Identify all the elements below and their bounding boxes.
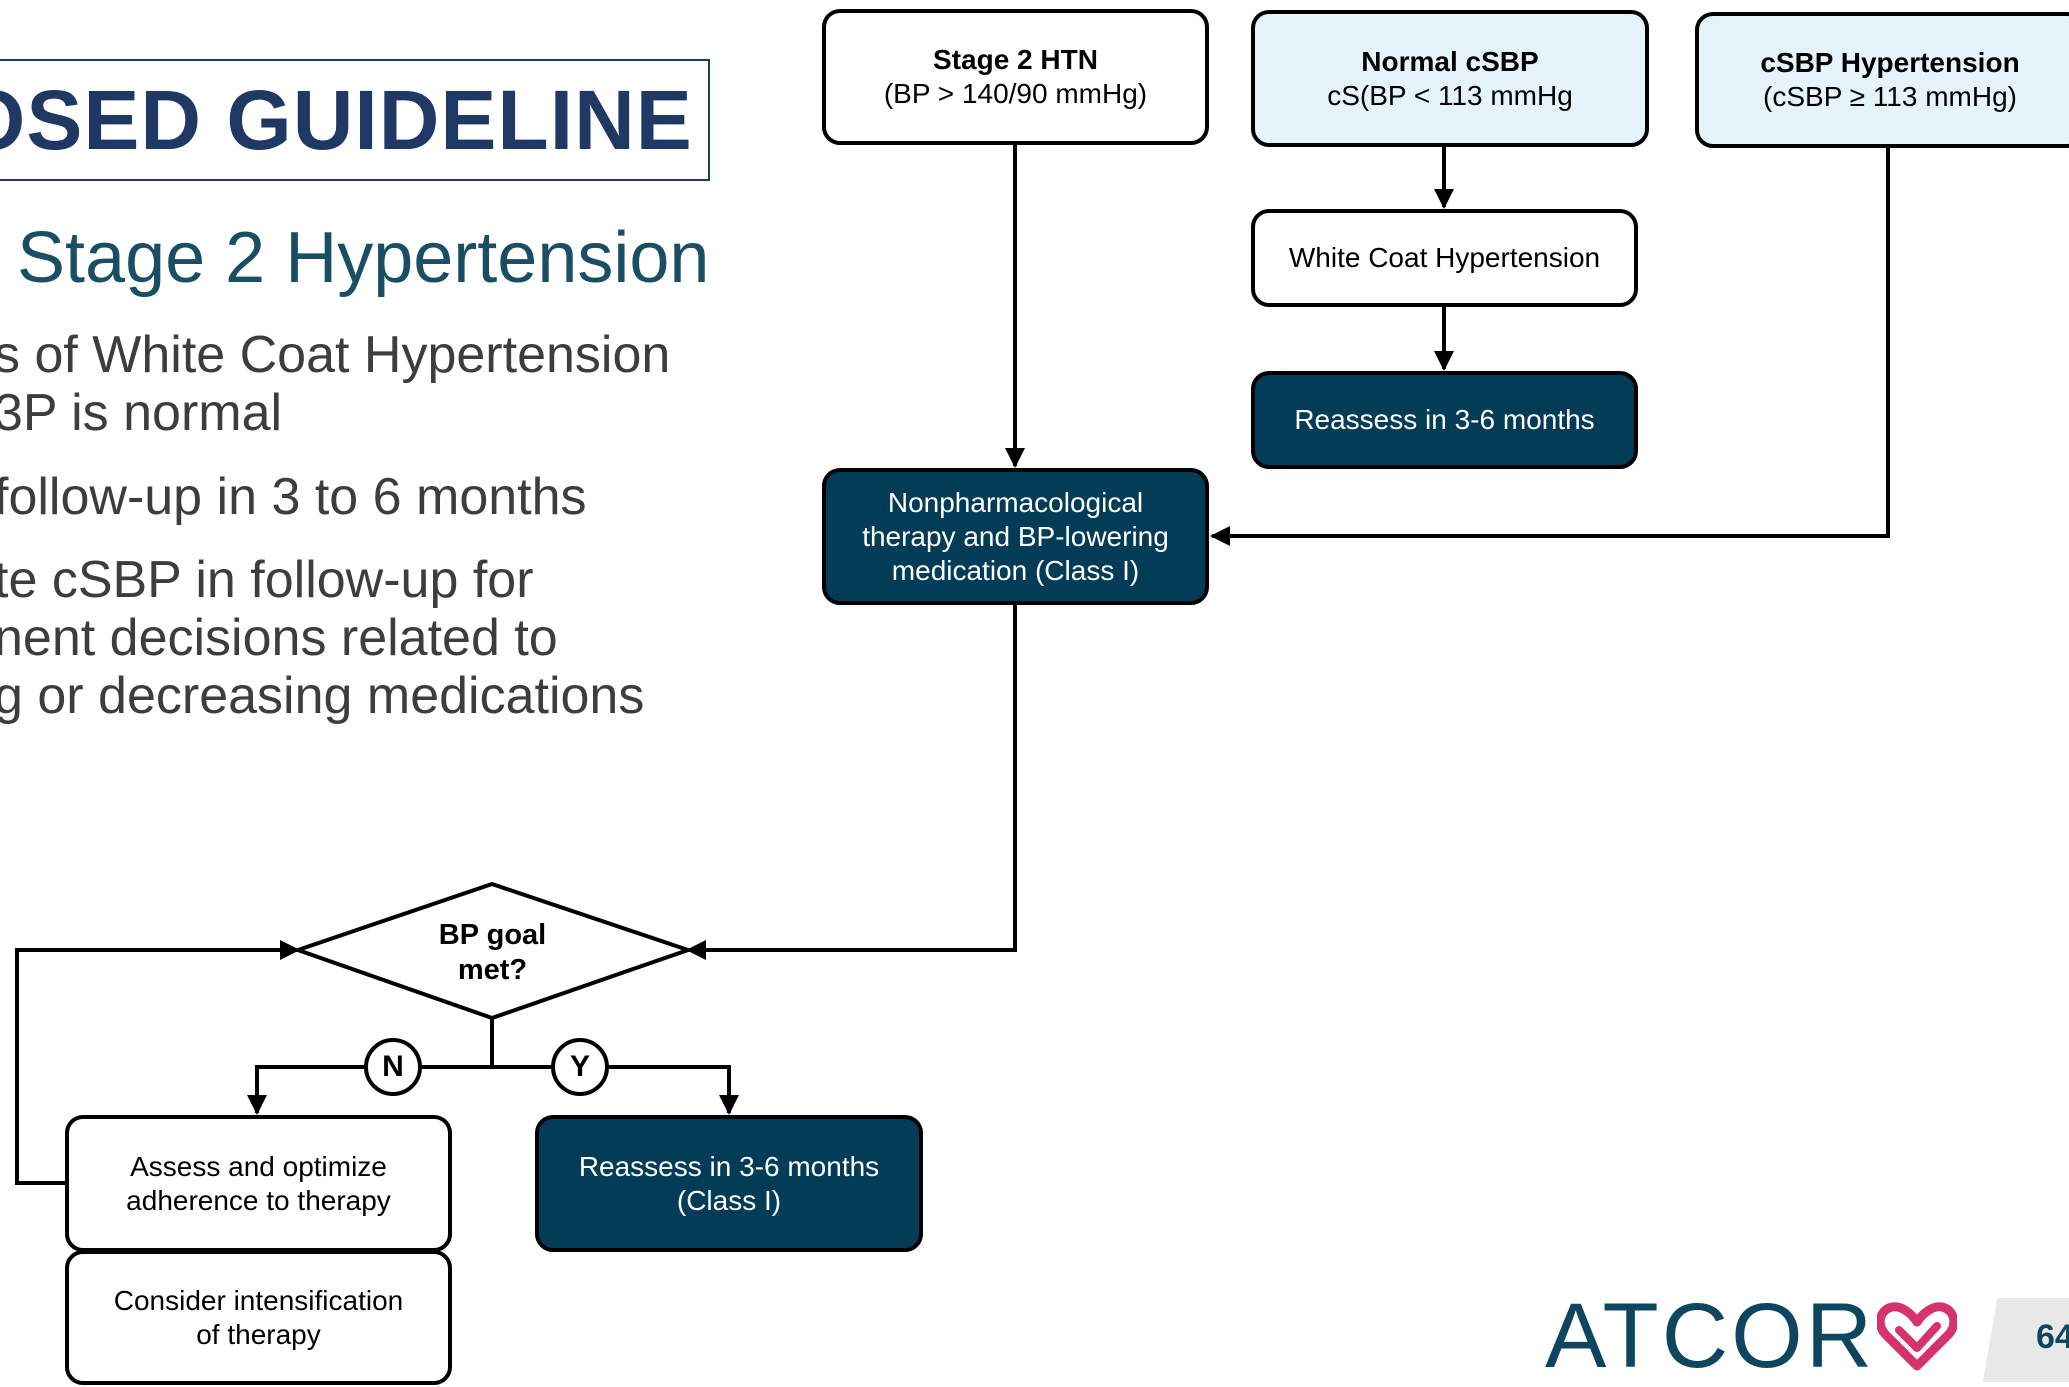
reassess-bottom-box: Reassess in 3-6 months (Class I) — [535, 1115, 923, 1252]
intensify-box: Consider intensification of therapy — [65, 1250, 452, 1385]
adherence-line-2: adherence to therapy — [126, 1184, 391, 1216]
reassess-bottom-line-2: (Class I) — [676, 1184, 782, 1216]
decision-line-2: met? — [457, 954, 528, 986]
csbp-hypertension-box: cSBP Hypertension (cSBP ≥ 113 mmHg) — [1695, 12, 2069, 148]
therapy-line-1: Nonpharmacological — [887, 486, 1144, 518]
intensify-line-2: of therapy — [196, 1318, 321, 1350]
adherence-line-1: Assess and optimize — [130, 1150, 387, 1182]
therapy-line-2: therapy and BP-lowering — [862, 520, 1169, 552]
stage2-title: Stage 2 HTN — [933, 44, 1098, 75]
reassess-top-box: Reassess in 3-6 months — [1251, 371, 1638, 469]
decision-diamond — [291, 881, 695, 1021]
white-coat-box: White Coat Hypertension — [1251, 209, 1638, 307]
bullet-1: s of White Coat Hypertension 3P is norma… — [0, 326, 670, 442]
csbp-htn-detail: (cSBP ≥ 113 mmHg) — [1763, 81, 2017, 112]
stage2-htn-box: Stage 2 HTN (BP > 140/90 mmHg) — [822, 9, 1209, 145]
arrow-csbp-to-therapy — [1210, 148, 1890, 546]
normal-csbp-title: Normal cSBP — [1361, 45, 1539, 77]
adherence-box: Assess and optimize adherence to therapy — [65, 1115, 452, 1252]
white-coat-label: White Coat Hypertension — [1288, 242, 1601, 273]
no-badge: N — [364, 1038, 422, 1096]
bullet-1-line-2: 3P is normal — [0, 384, 283, 442]
reassess-bottom-line-1: Reassess in 3-6 months — [578, 1150, 880, 1182]
yes-badge: Y — [551, 1038, 609, 1096]
therapy-box: Nonpharmacological therapy and BP-loweri… — [822, 468, 1209, 605]
slide-subtitle: Stage 2 Hypertension — [17, 218, 710, 298]
stage2-detail: (BP > 140/90 mmHg) — [883, 78, 1148, 109]
reassess-top-label: Reassess in 3-6 months — [1294, 404, 1595, 435]
arrow-therapy-to-decision — [686, 605, 1017, 960]
bullet-2-line-1: follow-up in 3 to 6 months — [0, 468, 587, 526]
heart-icon — [1877, 1302, 1958, 1371]
normal-csbp-box: Normal cSBP cS(BP < 113 mmHg — [1251, 10, 1649, 147]
intensify-line-1: Consider intensification — [113, 1284, 404, 1316]
bullet-1-line-1: s of White Coat Hypertension — [0, 326, 671, 384]
bullet-3-line-1: te cSBP in follow-up for — [0, 551, 534, 609]
logo-wordmark: ATCOR — [1545, 1285, 1876, 1387]
bullet-2: follow-up in 3 to 6 months — [0, 468, 587, 526]
arrow-loop-back — [15, 940, 300, 1185]
bullet-3-line-2: nent decisions related to — [0, 609, 558, 667]
decision-label: BP goal met? — [400, 918, 585, 988]
title-frame — [0, 59, 710, 181]
normal-csbp-detail: cS(BP < 113 mmHg — [1327, 79, 1573, 111]
page-number: 64 — [2036, 1318, 2069, 1356]
arrow-yes-branch — [492, 1065, 739, 1115]
slide-header: OSED GUIDELINE — [0, 73, 693, 167]
atcor-logo: ATCOR — [1545, 1285, 1958, 1387]
decision-line-1: BP goal — [438, 919, 547, 951]
therapy-line-3: medication (Class I) — [891, 554, 1140, 586]
bullet-3: te cSBP in follow-up for nent decisions … — [0, 551, 644, 725]
bullet-3-line-3: g or decreasing medications — [0, 667, 645, 725]
csbp-htn-title: cSBP Hypertension — [1760, 47, 2020, 78]
